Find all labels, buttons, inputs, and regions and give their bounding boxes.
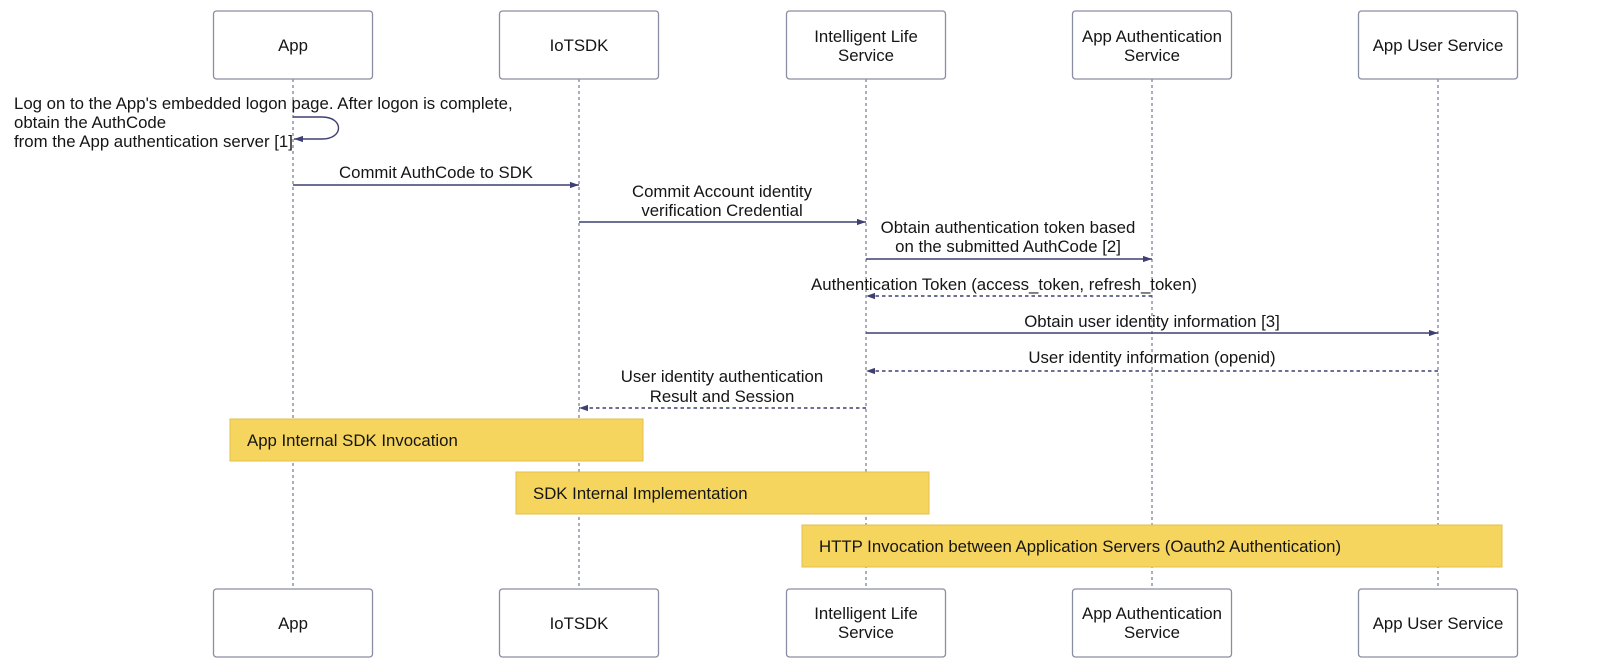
message-3-commit-credential: Commit Account identity verification Cre… bbox=[579, 182, 866, 226]
participant-box bbox=[1357, 10, 1519, 80]
message-7-user-identity-reply: User identity information (openid) bbox=[866, 348, 1438, 375]
participant-label: App User Service bbox=[1373, 614, 1504, 633]
message-2-commit-authcode: Commit AuthCode to SDK bbox=[293, 163, 579, 189]
participant-top-intelligent-life-service: Intelligent Life Service bbox=[785, 10, 947, 80]
participant-label: App bbox=[278, 614, 308, 633]
participant-label-line-1: Intelligent Life bbox=[814, 27, 918, 46]
participant-bottom-iotsdk: IoTSDK bbox=[498, 588, 660, 658]
message-7-label: User identity information (openid) bbox=[1028, 348, 1275, 367]
note-box bbox=[801, 524, 1503, 568]
participant-label: App User Service bbox=[1373, 36, 1504, 55]
participant-bottom-app-user-service: App User Service bbox=[1357, 588, 1519, 658]
message-4-label-line-2: on the submitted AuthCode [2] bbox=[895, 237, 1121, 256]
message-2-label: Commit AuthCode to SDK bbox=[339, 163, 533, 182]
message-8-label-line-2: Result and Session bbox=[650, 387, 795, 406]
participant-label: IoTSDK bbox=[550, 36, 609, 55]
notes: App Internal SDK Invocation SDK Internal… bbox=[229, 418, 1503, 568]
message-1-label-line-1: Log on to the App's embedded logon page.… bbox=[14, 94, 513, 113]
participant-box bbox=[1357, 588, 1519, 658]
participant-top-app: App bbox=[212, 10, 374, 80]
participant-label-line-2: Service bbox=[838, 623, 894, 642]
message-3-label-line-1: Commit Account identity bbox=[632, 182, 813, 201]
message-1-self-logon: Log on to the App's embedded logon page.… bbox=[14, 94, 513, 151]
note-label: App Internal SDK Invocation bbox=[247, 431, 458, 450]
participant-box bbox=[1071, 588, 1233, 658]
participant-box bbox=[785, 588, 947, 658]
participant-label-line-1: Intelligent Life bbox=[814, 604, 918, 623]
message-5-authentication-token-reply: Authentication Token (access_token, refr… bbox=[811, 275, 1197, 300]
message-8-label-line-1: User identity authentication bbox=[621, 367, 823, 386]
message-8-authentication-result-reply: User identity authentication Result and … bbox=[579, 367, 866, 412]
message-3-label-line-2: verification Credential bbox=[641, 201, 802, 220]
participant-box bbox=[498, 10, 660, 80]
participant-label: IoTSDK bbox=[550, 614, 609, 633]
participant-label-line-2: Service bbox=[1124, 46, 1180, 65]
note-label: SDK Internal Implementation bbox=[533, 484, 748, 503]
note-http-invocation-between-servers: HTTP Invocation between Application Serv… bbox=[801, 524, 1503, 568]
message-1-label-line-2: obtain the AuthCode bbox=[14, 113, 166, 132]
participant-box bbox=[785, 10, 947, 80]
message-4-obtain-token: Obtain authentication token based on the… bbox=[866, 218, 1152, 263]
participants-bottom: App IoTSDK Intelligent Life Service App … bbox=[212, 588, 1519, 658]
participant-label-line-1: App Authentication bbox=[1082, 604, 1222, 623]
note-app-internal-sdk-invocation: App Internal SDK Invocation bbox=[229, 418, 644, 462]
participant-box bbox=[498, 588, 660, 658]
participant-bottom-app-authentication-service: App Authentication Service bbox=[1071, 588, 1233, 658]
participant-box bbox=[1071, 10, 1233, 80]
participant-label-line-1: App Authentication bbox=[1082, 27, 1222, 46]
note-label: HTTP Invocation between Application Serv… bbox=[819, 537, 1341, 556]
message-6-obtain-user-identity: Obtain user identity information [3] bbox=[866, 312, 1438, 337]
participant-label-line-2: Service bbox=[1124, 623, 1180, 642]
participant-label-line-2: Service bbox=[838, 46, 894, 65]
participant-top-iotsdk: IoTSDK bbox=[498, 10, 660, 80]
participant-bottom-intelligent-life-service: Intelligent Life Service bbox=[785, 588, 947, 658]
messages: Log on to the App's embedded logon page.… bbox=[14, 94, 1438, 412]
message-4-label-line-1: Obtain authentication token based bbox=[881, 218, 1136, 237]
participants-top: App IoTSDK Intelligent Life Service App … bbox=[212, 10, 1519, 80]
message-6-label: Obtain user identity information [3] bbox=[1024, 312, 1280, 331]
participant-box bbox=[212, 10, 374, 80]
note-box bbox=[515, 471, 930, 515]
participant-top-app-authentication-service: App Authentication Service bbox=[1071, 10, 1233, 80]
note-box bbox=[229, 418, 644, 462]
message-1-self-arrow bbox=[293, 116, 339, 143]
participant-box bbox=[212, 588, 374, 658]
lifelines bbox=[292, 79, 1439, 589]
participant-top-app-user-service: App User Service bbox=[1357, 10, 1519, 80]
participant-label: App bbox=[278, 36, 308, 55]
note-sdk-internal-implementation: SDK Internal Implementation bbox=[515, 471, 930, 515]
message-5-label: Authentication Token (access_token, refr… bbox=[811, 275, 1197, 294]
message-1-label-line-3: from the App authentication server [1] bbox=[14, 132, 293, 151]
participant-bottom-app: App bbox=[212, 588, 374, 658]
